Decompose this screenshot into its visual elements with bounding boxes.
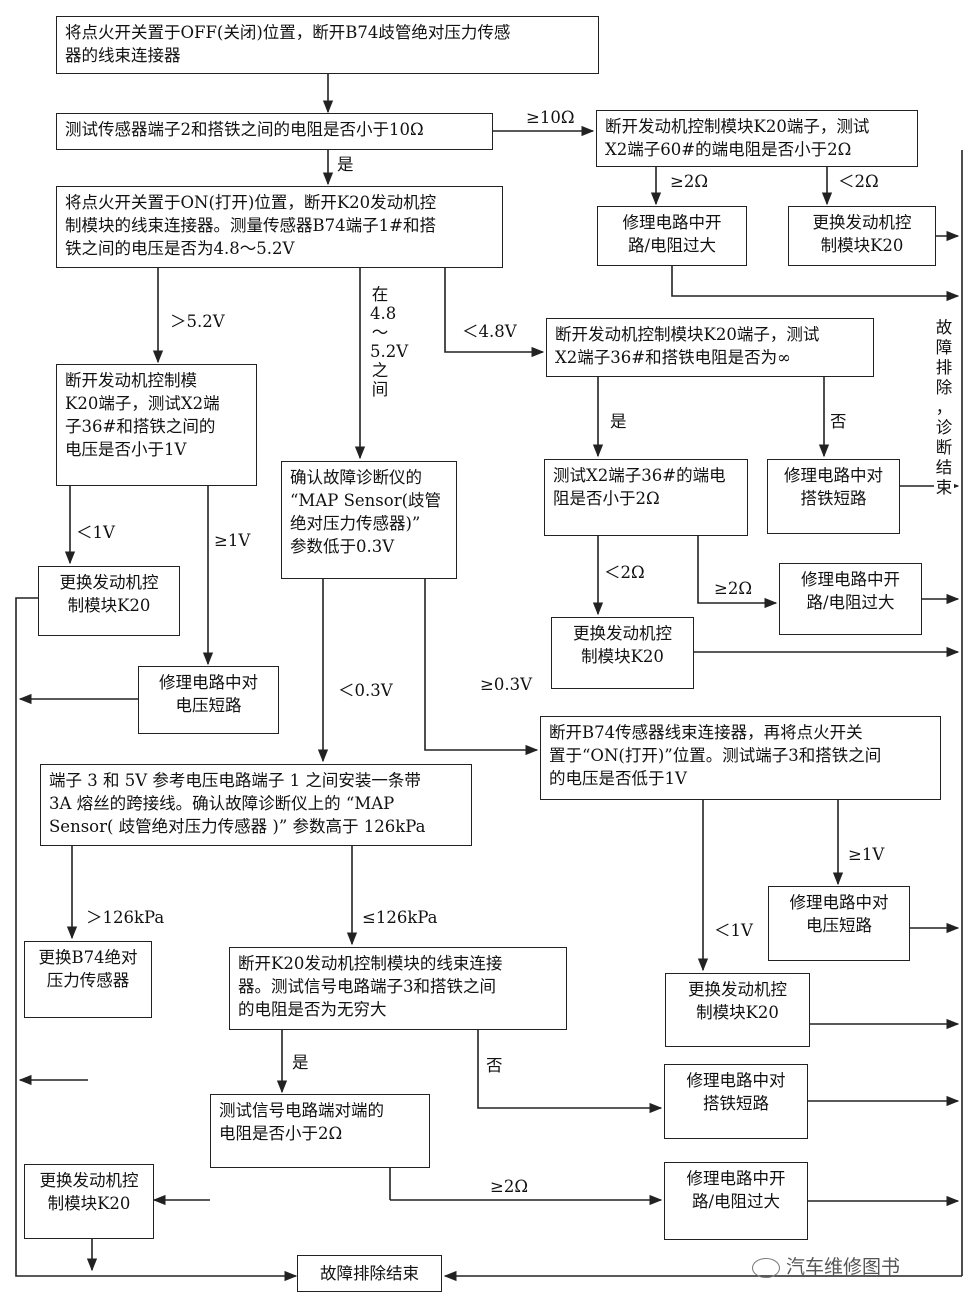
action-repair-ground-short-2: 修理电路中对 搭铁短路 xyxy=(664,1064,808,1139)
watermark-text: 汽车维修图书 xyxy=(786,1256,901,1278)
label-ge-2-ohm-b: ≥2Ω xyxy=(714,579,753,598)
action-repair-voltage-short-1: 修理电路中对 电压短路 xyxy=(138,666,279,734)
step-disconnect-b74: 将点火开关置于OFF(关闭)位置，断开B74歧管绝对压力传感 器的线束连接器 xyxy=(56,16,599,74)
watermark: 汽车维修图书 xyxy=(752,1252,900,1279)
label-ge-1v-a: ≥1V xyxy=(214,531,251,550)
label-troubleshooting-complete: 故 障 排 除 ， 诊 断 结 束 xyxy=(934,318,954,498)
action-replace-k20-2: 更换发动机控 制模块K20 xyxy=(38,566,180,636)
label-lt-2-ohm-a: ＜2Ω xyxy=(838,172,879,191)
label-no-1: 否 xyxy=(830,412,847,431)
step-test-x2-60: 断开发动机控制模块K20端子，测试 X2端子60#的端电阻是否小于2Ω xyxy=(596,110,918,167)
end-troubleshooting: 故障排除结束 xyxy=(297,1255,442,1292)
action-replace-b74: 更换B74绝对 压力传感器 xyxy=(24,941,152,1018)
label-between-4-8-5-2v: 在 4.8 ～ 5.2V 之 间 xyxy=(370,285,409,399)
action-repair-open-2: 修理电路中开 路/电阻过大 xyxy=(779,563,922,635)
label-lt-1v-a: ＜1V xyxy=(76,523,115,542)
step-test-terminal2-resistance: 测试传感器端子2和搭铁之间的电阻是否小于10Ω xyxy=(56,113,493,150)
label-yes-2: 是 xyxy=(610,412,627,431)
label-yes-3: 是 xyxy=(292,1053,309,1072)
action-replace-k20-4: 更换发动机控 制模块K20 xyxy=(665,973,810,1047)
label-ge-1v-b: ≥1V xyxy=(848,845,885,864)
label-yes-1: 是 xyxy=(337,155,354,174)
action-replace-k20-5: 更换发动机控 制模块K20 xyxy=(24,1164,154,1239)
label-gt-5-2v: ＞5.2V xyxy=(170,312,225,331)
step-test-signal-end-to-end: 测试信号电路端对端的 电阻是否小于2Ω xyxy=(210,1094,430,1168)
wechat-icon xyxy=(752,1257,780,1278)
action-repair-voltage-short-2: 修理电路中对 电压短路 xyxy=(768,886,910,961)
step-measure-voltage-b74: 将点火开关置于ON(打开)位置，断开K20发动机控 制模块的线束连接器。测量传感… xyxy=(56,186,503,268)
label-ge-10-ohm: ≥10Ω xyxy=(526,108,575,127)
action-replace-k20-1: 更换发动机控 制模块K20 xyxy=(788,206,936,266)
label-no-2: 否 xyxy=(486,1056,503,1075)
step-test-x2-36-end: 测试X2端子36#的端电 阻是否小于2Ω xyxy=(544,459,748,536)
label-lt-1v-b: ＜1V xyxy=(714,921,753,940)
label-gt-126kpa: ＞126kPa xyxy=(86,908,165,927)
step-confirm-map-low: 确认故障诊断仪的 “MAP Sensor(歧管 绝对压力传感器)” 参数低于0.… xyxy=(281,461,457,579)
label-ge-0-3v: ≥0.3V xyxy=(480,675,532,694)
step-jumper-map-high: 端子 3 和 5V 参考电压电路端子 1 之间安装一条带 3A 熔丝的跨接线。确… xyxy=(40,764,472,846)
action-replace-k20-3: 更换发动机控 制模块K20 xyxy=(551,617,694,689)
step-test-signal-ground-resistance: 断开K20发动机控制模块的线束连接 器。测试信号电路端子3和搭铁之间 的电阻是否… xyxy=(229,947,567,1030)
label-lt-2-ohm-b: ＜2Ω xyxy=(604,563,645,582)
step-test-x2-36-voltage: 断开发动机控制模 K20端子，测试X2端 子36#和搭铁之间的 电压是否小于1V xyxy=(56,364,257,486)
action-repair-ground-short-1: 修理电路中对 搭铁短路 xyxy=(767,459,900,534)
label-ge-2-ohm-c: ≥2Ω xyxy=(490,1177,529,1196)
label-ge-2-ohm-a: ≥2Ω xyxy=(670,172,709,191)
step-test-terminal3-voltage: 断开B74传感器线束连接器，再将点火开关 置于“ON(打开)”位置。测试端子3和… xyxy=(540,716,941,800)
action-repair-open-1: 修理电路中开 路/电阻过大 xyxy=(597,206,747,266)
action-repair-open-3: 修理电路中开 路/电阻过大 xyxy=(664,1162,808,1240)
label-le-126kpa: ≤126kPa xyxy=(362,908,438,927)
label-lt-0-3v: ＜0.3V xyxy=(338,681,393,700)
label-lt-4-8v: ＜4.8V xyxy=(462,322,517,341)
step-test-x2-36-resistance: 断开发动机控制模块K20端子，测试 X2端子36#和搭铁电阻是否为∞ xyxy=(546,318,874,377)
